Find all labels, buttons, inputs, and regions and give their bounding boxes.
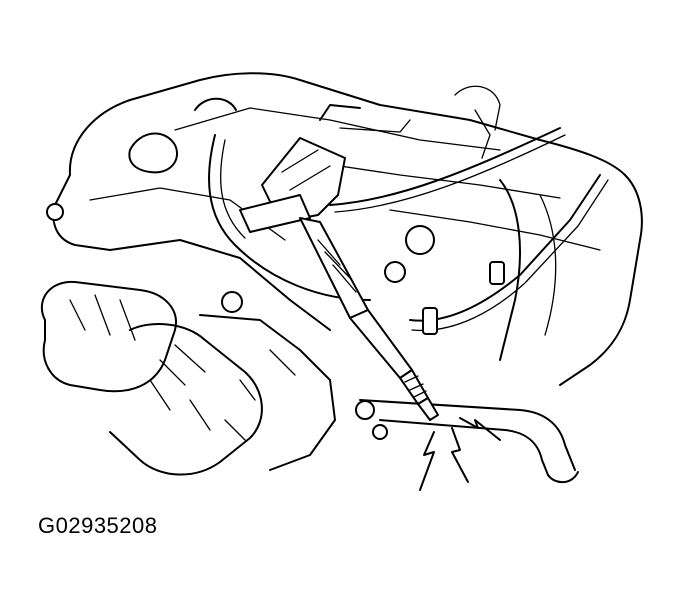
spark-bolt-icons — [419, 417, 501, 491]
intake-pipe — [355, 399, 579, 484]
ignition-coil — [239, 104, 439, 421]
figure-code: G02935208 — [38, 513, 158, 538]
exhaust-manifold — [40, 280, 336, 476]
engine-block — [46, 72, 643, 386]
engine-ignition-illustration — [40, 72, 643, 491]
wire-harness — [208, 109, 609, 335]
